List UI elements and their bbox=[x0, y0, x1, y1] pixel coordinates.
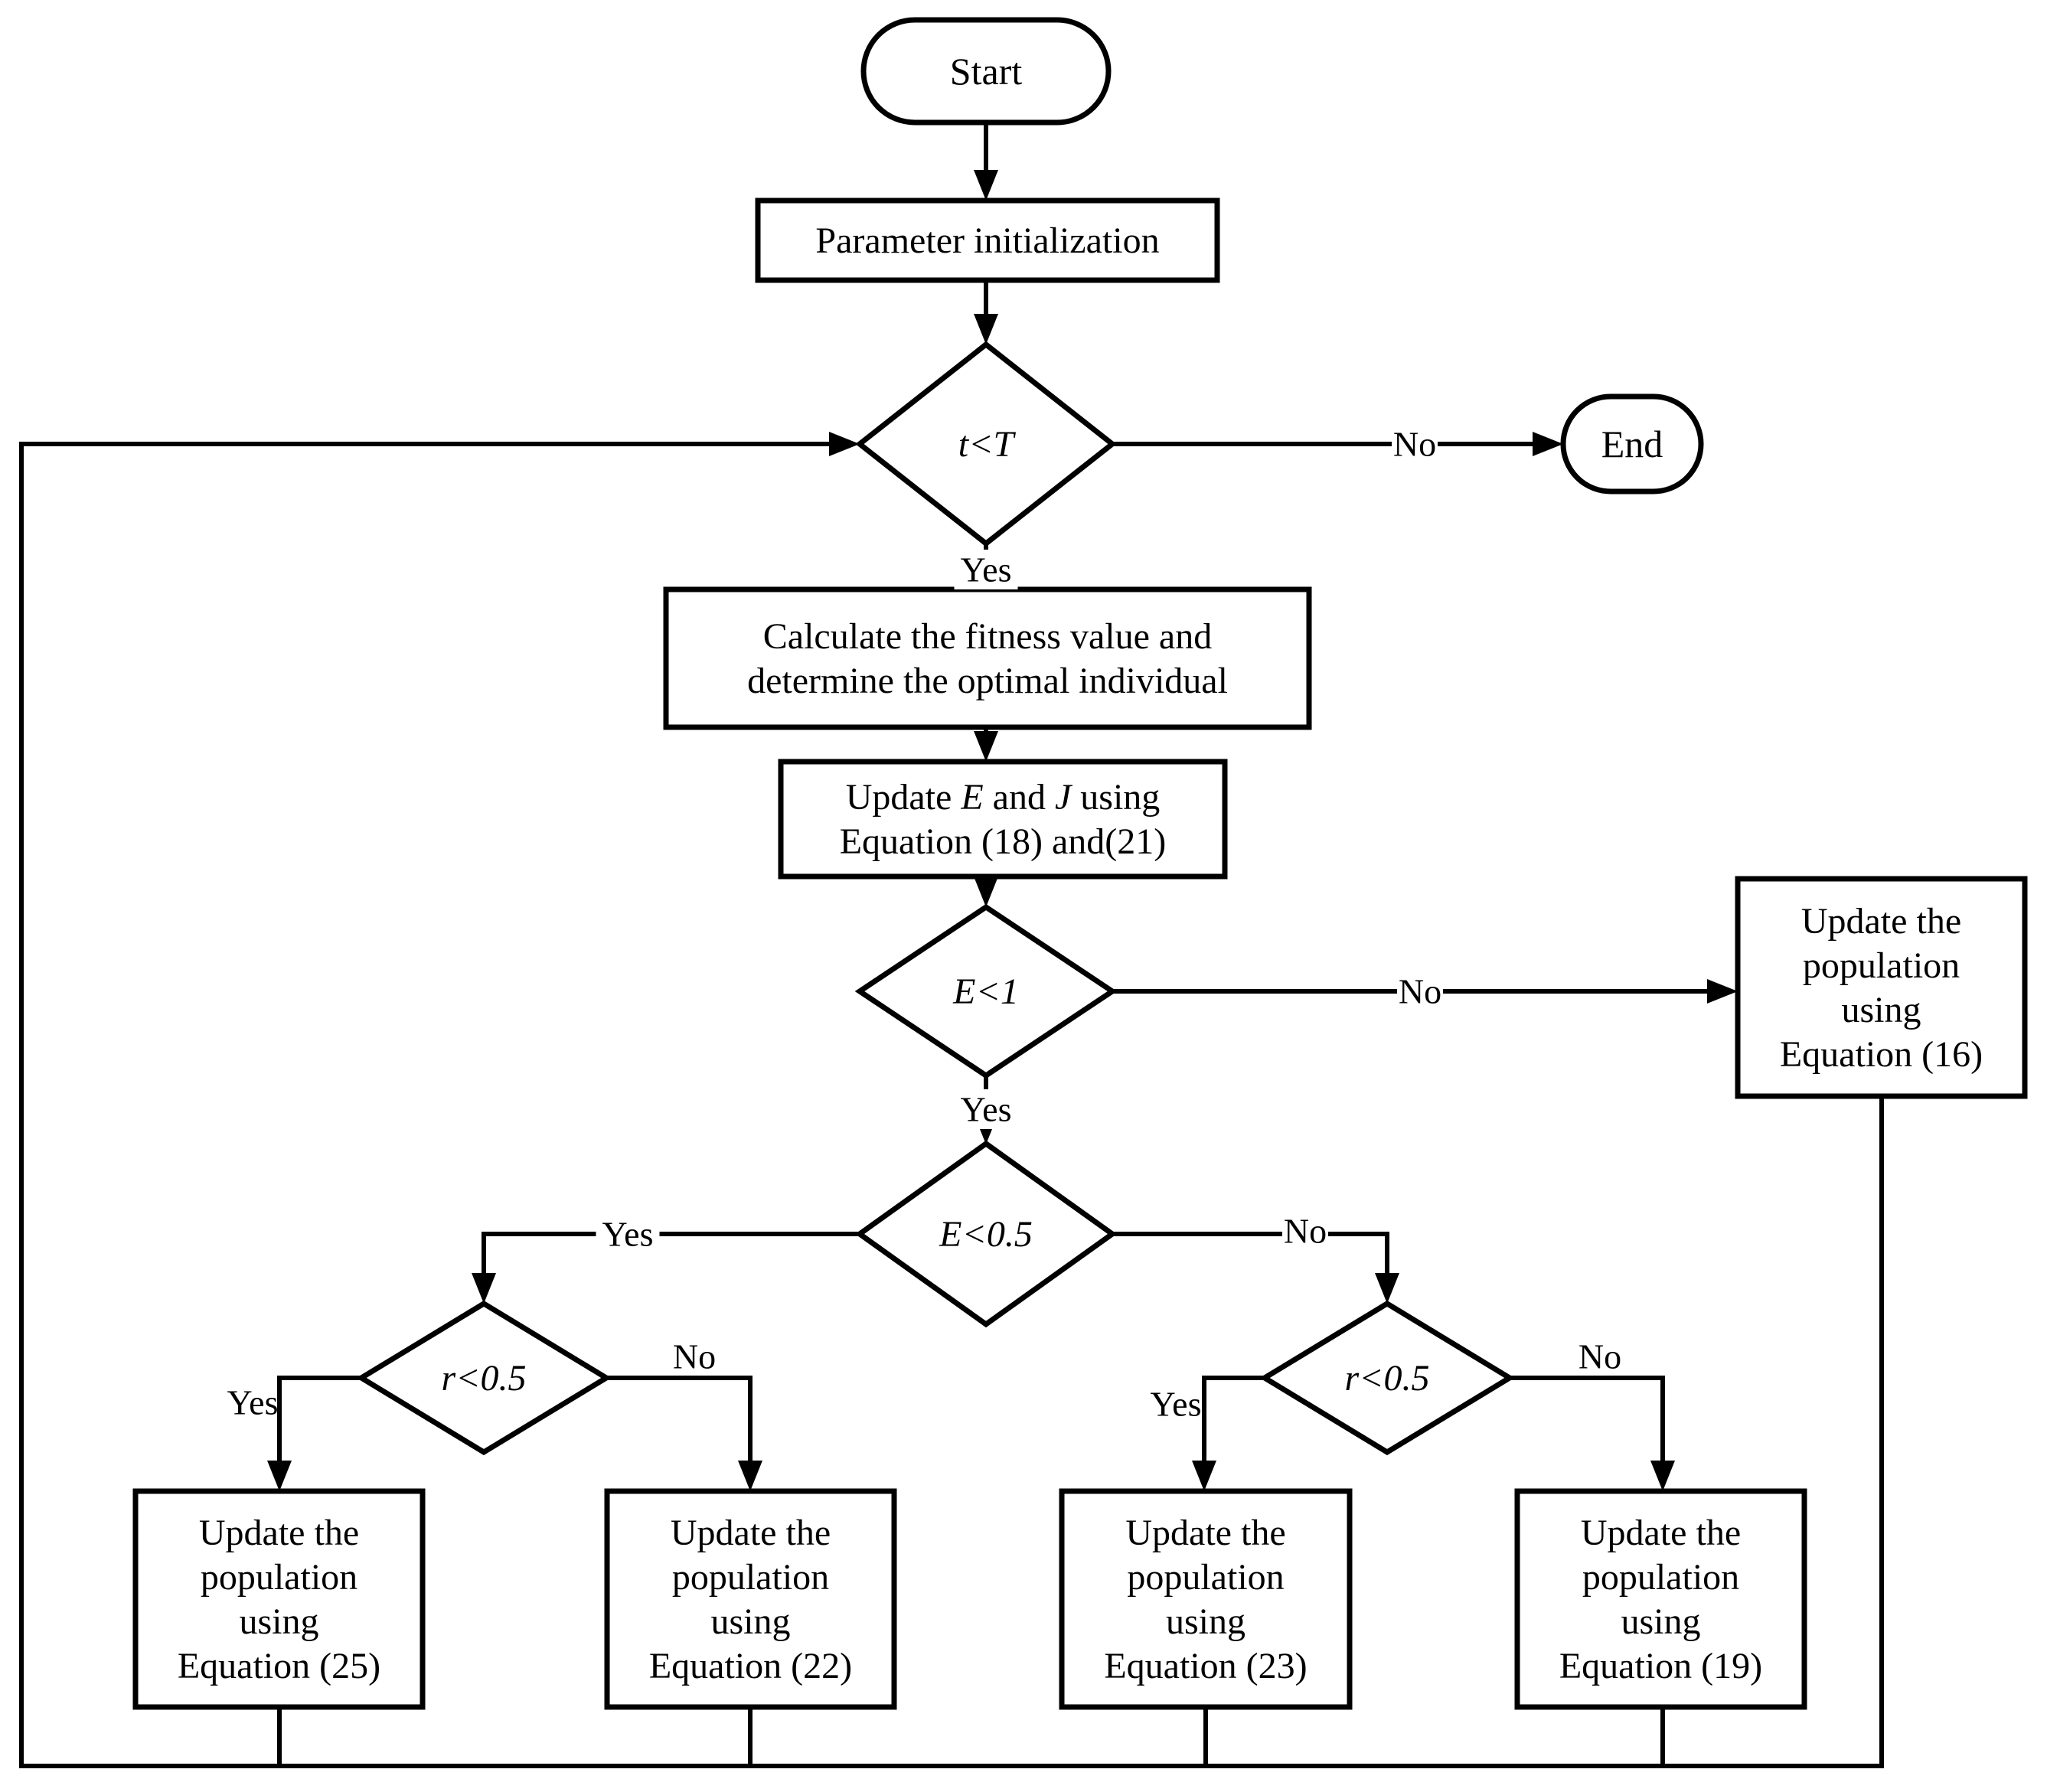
svg-text:No: No bbox=[1284, 1212, 1327, 1251]
E1-no-label: No bbox=[1397, 971, 1443, 1011]
edge-start-to-parameter bbox=[974, 122, 998, 201]
update-population-eq22-process-label-line-1: Update the bbox=[671, 1513, 831, 1553]
end-terminator-label-line-1: End bbox=[1601, 423, 1663, 465]
t-less-than-T-decision-label-line-1: t<T bbox=[958, 424, 1017, 465]
tT-no-label: No bbox=[1392, 424, 1438, 464]
calculate-fitness-process-label-line-1: Calculate the fitness value and bbox=[763, 616, 1212, 657]
update-population-eq16-process-label-line-1: Update the bbox=[1801, 901, 1961, 942]
E-less-than-1-decision: E<1 bbox=[854, 903, 1118, 1079]
edge-right-r-yes-to-eq23 bbox=[1192, 1376, 1265, 1491]
E-less-than-05-decision: E<0.5 bbox=[854, 1140, 1118, 1328]
end-terminator: End bbox=[1560, 393, 1704, 495]
svg-text:Yes: Yes bbox=[227, 1383, 279, 1422]
arrowhead-start-to-parameter bbox=[974, 170, 998, 201]
svg-text:No: No bbox=[1579, 1337, 1621, 1376]
svg-text:Yes: Yes bbox=[1151, 1385, 1202, 1424]
E-less-than-1-decision-label-line-1: E<1 bbox=[952, 971, 1019, 1012]
r-less-than-05-right-decision-label-line-1: r<0.5 bbox=[1344, 1358, 1429, 1399]
left-r-yes-label: Yes bbox=[227, 1383, 279, 1422]
arrowhead-parameter-to-tT bbox=[974, 314, 998, 344]
E05-yes-label: Yes bbox=[596, 1214, 660, 1254]
svg-text:No: No bbox=[1399, 972, 1441, 1011]
parameter-initialization-process-label-line-1: Parameter initialization bbox=[815, 220, 1159, 261]
edge-left-r-yes-to-eq25 bbox=[267, 1376, 362, 1491]
edge-left-r-no-to-eq22 bbox=[606, 1376, 762, 1491]
update-E-and-J-process-label-line-2: Equation (18) and(21) bbox=[840, 821, 1167, 862]
left-r-no-label: No bbox=[673, 1337, 716, 1376]
update-population-eq23-process-label-line-2: population bbox=[1127, 1557, 1284, 1598]
svg-text:Yes: Yes bbox=[961, 1090, 1012, 1129]
edge-calculate-to-updateEJ bbox=[974, 727, 998, 762]
calculate-fitness-process: Calculate the fitness value anddetermine… bbox=[663, 586, 1312, 730]
r-less-than-05-left-decision-label-line-1: r<0.5 bbox=[441, 1358, 526, 1399]
update-population-eq16-process-label-line-3: using bbox=[1841, 990, 1921, 1030]
update-population-eq25-process-label-line-4: Equation (25) bbox=[178, 1646, 380, 1686]
tT-yes-label: Yes bbox=[954, 550, 1018, 589]
update-population-eq22-process-label-line-3: using bbox=[710, 1601, 790, 1642]
calculate-fitness-process-label-line-2: determine the optimal individual bbox=[747, 661, 1228, 701]
edge-right-r-no-to-eq19 bbox=[1509, 1376, 1675, 1491]
r-less-than-05-right-decision: r<0.5 bbox=[1259, 1300, 1515, 1456]
arrowhead-calculate-to-updateEJ bbox=[974, 731, 998, 762]
update-population-eq25-process-label-line-2: population bbox=[201, 1557, 357, 1598]
E05-no-label: No bbox=[1282, 1211, 1328, 1251]
edge-loop-back-to-tT bbox=[19, 432, 1884, 1768]
update-population-eq22-process-label-line-2: population bbox=[672, 1557, 829, 1598]
t-less-than-T-decision: t<T bbox=[855, 341, 1117, 547]
right-r-no-label: No bbox=[1579, 1337, 1621, 1376]
arrowhead-E05-no-to-right-r bbox=[1375, 1273, 1399, 1304]
arrowhead-right-r-yes-to-eq23 bbox=[1192, 1461, 1216, 1491]
update-population-eq25-process-label-line-3: using bbox=[239, 1601, 318, 1642]
update-population-eq16-process-label-line-2: population bbox=[1803, 945, 1960, 986]
update-population-eq16-process-label-line-4: Equation (16) bbox=[1780, 1034, 1983, 1075]
start-terminator: Start bbox=[860, 17, 1112, 126]
update-population-eq19-process-label-line-1: Update the bbox=[1581, 1513, 1741, 1553]
arrowhead-loop-back-to-tT bbox=[829, 432, 860, 456]
arrowhead-right-r-no-to-eq19 bbox=[1650, 1461, 1675, 1491]
edge-updateEJ-to-E1 bbox=[974, 876, 998, 907]
update-population-eq23-process-label-line-1: Update the bbox=[1125, 1513, 1285, 1553]
arrowhead-left-r-no-to-eq22 bbox=[738, 1461, 762, 1491]
r-less-than-05-left-decision: r<0.5 bbox=[356, 1300, 612, 1456]
edge-parameter-to-tT bbox=[974, 280, 998, 344]
edge-E05-yes-to-left-r bbox=[472, 1232, 860, 1304]
update-population-eq19-process-label-line-3: using bbox=[1621, 1601, 1700, 1642]
arrowhead-E05-yes-to-left-r bbox=[472, 1273, 496, 1304]
edge-tT-no-to-end bbox=[1112, 432, 1563, 456]
svg-text:No: No bbox=[1393, 425, 1436, 464]
update-population-eq23-process-label-line-3: using bbox=[1166, 1601, 1246, 1642]
arrowhead-tT-no-to-end bbox=[1533, 432, 1563, 456]
update-population-eq23-process-label-line-4: Equation (23) bbox=[1104, 1646, 1307, 1686]
parameter-initialization-process: Parameter initialization bbox=[755, 197, 1220, 283]
svg-text:Yes: Yes bbox=[602, 1215, 654, 1254]
update-population-eq22-process-label-line-4: Equation (22) bbox=[649, 1646, 852, 1686]
edge-E05-no-to-right-r bbox=[1112, 1232, 1399, 1304]
update-population-eq25-process-label-line-1: Update the bbox=[199, 1513, 359, 1553]
update-population-eq19-process-label-line-4: Equation (19) bbox=[1559, 1646, 1762, 1686]
E1-yes-label: Yes bbox=[954, 1089, 1018, 1129]
svg-text:No: No bbox=[673, 1337, 716, 1376]
update-population-eq19-process-label-line-2: population bbox=[1582, 1557, 1739, 1598]
update-E-and-J-process-label-line-1: Update E and J using bbox=[846, 777, 1161, 818]
start-terminator-label-line-1: Start bbox=[950, 50, 1023, 93]
E-less-than-05-decision-label-line-1: E<0.5 bbox=[939, 1214, 1033, 1255]
arrowhead-updateEJ-to-E1 bbox=[974, 876, 998, 907]
right-r-yes-label: Yes bbox=[1151, 1385, 1202, 1424]
arrowhead-E1-no-to-eq16 bbox=[1707, 979, 1738, 1004]
arrowhead-left-r-yes-to-eq25 bbox=[267, 1461, 292, 1491]
svg-text:Yes: Yes bbox=[961, 550, 1012, 589]
